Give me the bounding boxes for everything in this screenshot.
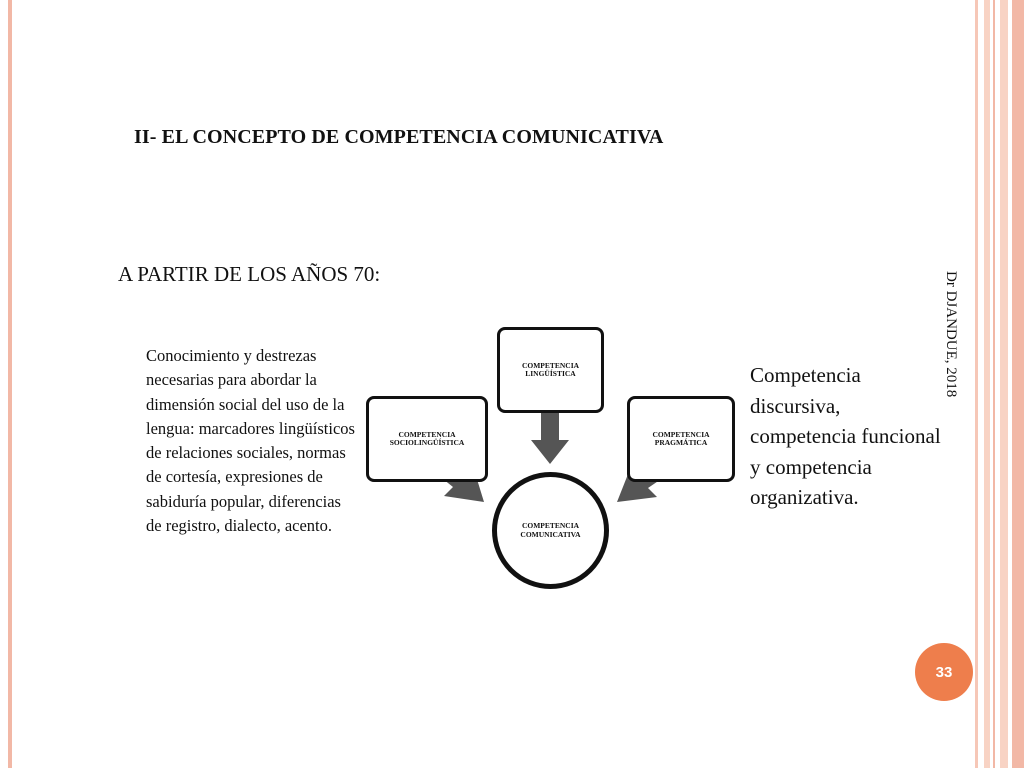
pragmatic-description: Competencia discursiva, competencia func… [750, 363, 941, 509]
node-sociolinguistic: COMPETENCIA SOCIOLINGÜÍSTICA [366, 396, 488, 482]
node-communicative-label: COMPETENCIA COMUNICATIVA [520, 521, 581, 539]
node-pragmatic: COMPETENCIA PRAGMÁTICA [627, 396, 735, 482]
right-band-2 [984, 0, 990, 768]
slide-title: II- EL CONCEPTO DE COMPETENCIA COMUNICAT… [134, 126, 664, 148]
page-number-badge: 33 [915, 643, 973, 701]
sociolinguistic-description: Conocimiento y destrezas necesarias para… [146, 346, 355, 536]
left-border-rule [8, 0, 12, 768]
node-communicative: COMPETENCIA COMUNICATIVA [492, 472, 609, 589]
right-band-1 [975, 0, 978, 768]
node-linguistic-label: COMPETENCIA LINGÜÍSTICA [521, 360, 580, 378]
page-number: 33 [935, 663, 953, 681]
node-sociolinguistic-label: COMPETENCIA SOCIOLINGÜÍSTICA [389, 429, 465, 447]
arrow-top-to-center [531, 406, 569, 464]
right-band-3 [993, 0, 995, 768]
node-linguistic: COMPETENCIA LINGÜÍSTICA [497, 327, 604, 413]
node-pragmatic-label: COMPETENCIA PRAGMÁTICA [652, 429, 710, 447]
right-band-5 [1012, 0, 1024, 768]
slide-subtitle: A PARTIR DE LOS AÑOS 70: [118, 262, 381, 286]
right-band-4 [1000, 0, 1008, 768]
